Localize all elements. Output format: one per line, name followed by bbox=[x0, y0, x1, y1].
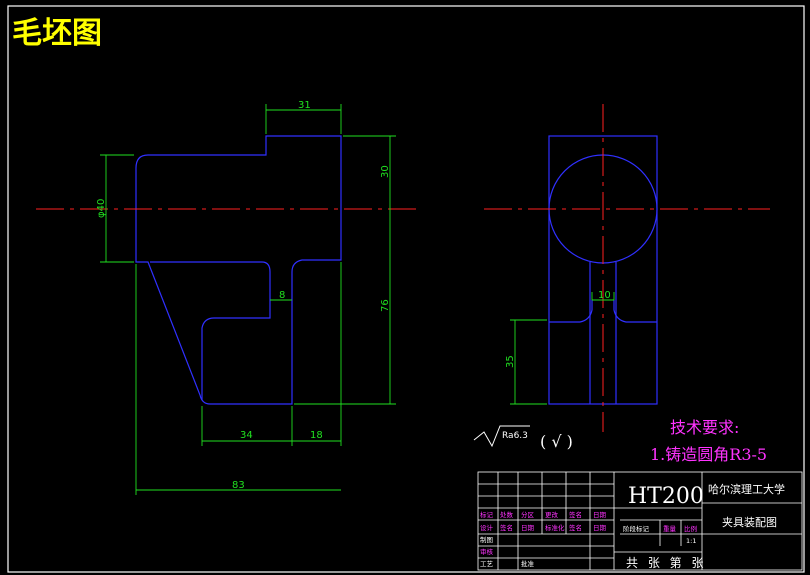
tb-r1-1: 处数 bbox=[500, 510, 514, 519]
tb-process: 工艺 bbox=[480, 560, 494, 568]
tb-r2-5: 日期 bbox=[593, 524, 607, 532]
dim-35: 35 bbox=[505, 355, 516, 368]
drawing-title: 毛坯图 bbox=[12, 16, 102, 51]
tb-reviewer: 审核 bbox=[480, 547, 494, 556]
tb-r1-4: 签名 bbox=[569, 510, 582, 519]
tech-requirements-item: 1.铸造圆角R3-5 bbox=[650, 445, 768, 464]
tb-approve: 批准 bbox=[521, 559, 535, 568]
dim-30: 30 bbox=[380, 165, 391, 178]
tb-r1-2: 分区 bbox=[521, 510, 535, 519]
title-block bbox=[477, 471, 803, 571]
dim-83: 83 bbox=[232, 480, 245, 491]
title-block-labels: 标记 处数 分区 更改 签名 日期 设计 签名 日期 标准化 签名 日期 阶段标… bbox=[480, 510, 697, 568]
front-view bbox=[135, 135, 342, 405]
front-dim-text: 31 30 76 φ40 8 34 18 83 bbox=[96, 100, 391, 491]
side-dim-text: 10 35 bbox=[505, 290, 611, 368]
dim-34: 34 bbox=[240, 430, 253, 441]
material-label: HT200 bbox=[628, 484, 704, 509]
tb-stage: 阶段标记 bbox=[623, 524, 650, 533]
roughness-value: Ra6.3 bbox=[502, 431, 528, 441]
dim-31: 31 bbox=[298, 100, 311, 111]
tech-requirements-title: 技术要求: bbox=[670, 418, 740, 437]
roughness-symbol bbox=[473, 425, 530, 448]
sheet-count: 共 张 第 张 bbox=[626, 556, 707, 570]
dim-8: 8 bbox=[279, 290, 285, 301]
tb-scale-label: 比例 bbox=[684, 524, 697, 533]
dim-18: 18 bbox=[310, 430, 323, 441]
side-dimensions bbox=[510, 292, 615, 405]
dim-10: 10 bbox=[598, 290, 611, 301]
tb-scale: 1:1 bbox=[686, 537, 696, 545]
front-dimensions bbox=[100, 104, 396, 495]
dim-76: 76 bbox=[380, 299, 391, 312]
tb-drafter: 制图 bbox=[480, 535, 493, 544]
tb-r2-0: 设计 bbox=[480, 523, 494, 532]
drawing-name: 夹具装配图 bbox=[722, 516, 777, 529]
tb-r1-0: 标记 bbox=[480, 510, 494, 519]
tb-r2-3: 标准化 bbox=[545, 523, 565, 532]
tb-r1-3: 更改 bbox=[545, 510, 559, 519]
roughness-note: ( √ ) bbox=[540, 432, 573, 451]
tb-r1-5: 日期 bbox=[593, 511, 607, 519]
tb-r2-2: 日期 bbox=[521, 524, 535, 532]
university-name: 哈尔滨理工大学 bbox=[708, 483, 785, 496]
dim-phi40: φ40 bbox=[96, 199, 107, 218]
drawing-border bbox=[7, 5, 805, 573]
tb-weight: 重量 bbox=[663, 525, 677, 533]
tb-r2-4: 签名 bbox=[569, 523, 582, 532]
tb-r2-1: 签名 bbox=[500, 523, 513, 532]
